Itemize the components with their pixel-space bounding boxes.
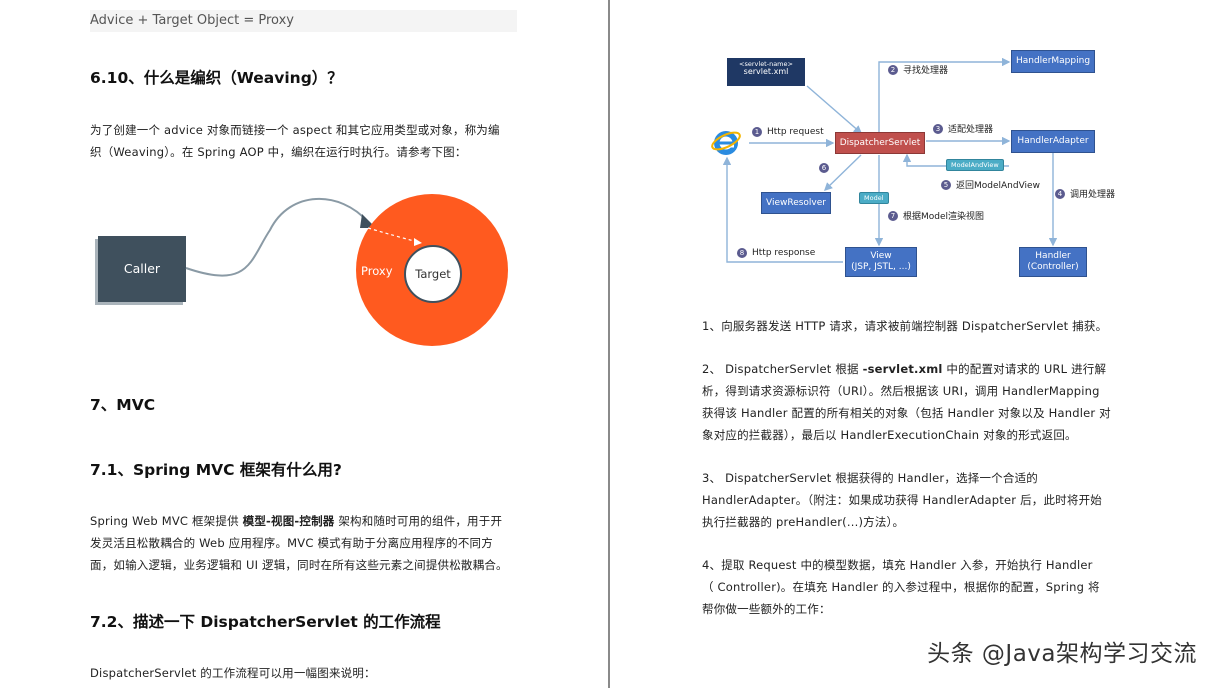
paragraph-line: 为了创建一个 advice 对象而链接一个 aspect 和其它应用类型或对象，… [90,123,500,137]
step-number: 5 [941,179,951,190]
model-tag: Model [859,192,889,204]
handler-sub-label: (Controller) [1027,262,1079,272]
handler-label: Handler [1035,251,1071,262]
text-span: 架构和随时可用的组件，用于开 [334,514,503,528]
paragraph-step-1: 1、向服务器发送 HTTP 请求，请求被前端控制器 DispatcherServ… [702,319,1108,333]
browser-e-icon [711,131,741,155]
step-4: 4 调用处理器 [1055,187,1115,200]
view-label: View [870,251,892,262]
paragraph-line: 析，得到请求资源标识符（URI）。然后根据该 URI，调用 HandlerMap… [702,384,1100,398]
paragraph-line: HandlerAdapter。（附注：如果成功获得 HandlerAdapter… [702,493,1102,507]
connector-curve [185,198,369,277]
heading-6-10: 6.10、什么是编织（Weaving）？ [90,69,343,87]
step-6: 6 [819,163,834,173]
view-sub-label: (JSP, JSTL, ...) [851,262,911,272]
step-number: 2 [888,64,898,75]
step-2: 2 寻找处理器 [888,63,948,76]
left-page: Advice + Target Object = Proxy 6.10、什么是编… [0,0,608,688]
paragraph-line: 2、 DispatcherServlet 根据 -servlet.xml 中的配… [702,358,1152,380]
bold-text: 模型-视图-控制器 [242,514,335,528]
step-label: Http response [752,248,816,258]
page-divider [608,0,610,688]
paragraph-line: 3、 DispatcherServlet 根据获得的 Handler，选择一个合… [702,471,1038,485]
paragraph-line: 织（Weaving）。在 Spring AOP 中，编织在运行时执行。请参考下图… [90,145,467,159]
paragraph-step-2: 2、 DispatcherServlet 根据 -servlet.xml 中的配… [702,358,1152,446]
step-number: 3 [933,123,943,134]
dispatcher-servlet-node: DispatcherServlet [835,132,925,154]
paragraph-line: 4、提取 Request 中的模型数据，填充 Handler 入参，开始执行 H… [702,558,1093,572]
connector [806,85,863,134]
servlet-xml-label: servlet.xml [743,67,789,77]
servlet-xml-doc: <servlet-name> servlet.xml [727,58,805,86]
text-span: 2、 DispatcherServlet 根据 [702,362,863,376]
view-resolver-node: ViewResolver [761,192,831,214]
text-span: Spring Web MVC 框架提供 [90,514,243,528]
paragraph-line: 面，如输入逻辑，业务逻辑和 UI 逻辑，同时在所有这些元素之间提供松散耦合。 [90,558,508,572]
paragraph-line: （ Controller)。在填充 Handler 的入参过程中，根据你的配置，… [702,580,1100,594]
handler-adapter-node: HandlerAdapter [1011,130,1095,153]
bold-text: -servlet.xml [862,362,943,376]
step-1: 1 Http request [752,127,824,137]
connector [878,57,1011,133]
step-label: 适配处理器 [948,125,994,135]
step-number: 6 [819,163,829,173]
step-number: 8 [737,248,747,258]
model-and-view-tag: ModelAndView [946,159,1004,171]
step-label: 返回ModelAndView [956,181,1040,191]
handler-node: Handler (Controller) [1019,247,1087,277]
paragraph-mvc: Spring Web MVC 框架提供 模型-视图-控制器 架构和随时可用的组件… [90,510,530,576]
caller-box: Caller [98,236,186,302]
target-circle: Target [404,245,462,303]
paragraph-step-3: 3、 DispatcherServlet 根据获得的 Handler，选择一个合… [702,467,1152,533]
paragraph-step-4: 4、提取 Request 中的模型数据，填充 Handler 入参，开始执行 H… [702,554,1152,620]
heading-7-2: 7.2、描述一下 DispatcherServlet 的工作流程 [90,613,441,631]
paragraph-line: 帮你做一些额外的工作： [702,602,831,616]
proxy-dashed-arrow [367,227,422,246]
step-7: 7 根据Model渲染视图 [888,209,984,222]
watermark: 头条 @Java架构学习交流 [927,641,1197,667]
right-page: <servlet-name> servlet.xml DispatcherSer… [611,0,1219,688]
step-3: 3 适配处理器 [933,122,993,135]
connector [823,154,862,191]
servlet-name-label: <servlet-name> [739,60,793,68]
paragraph-line: 获得该 Handler 配置的所有相关的对象（包括 Handler 对象以及 H… [702,406,1111,420]
paragraph-line: 执行拦截器的 preHandler(...)方法）。 [702,515,905,529]
step-number: 4 [1055,188,1065,199]
step-label: Http request [767,127,824,137]
heading-7: 7、MVC [90,396,156,414]
step-label: 寻找处理器 [903,66,949,76]
paragraph-line: 象对应的拦截器），最后以 HandlerExecutionChain 对象的形式… [702,428,1077,442]
proxy-label: Proxy [361,264,393,278]
step-label: 根据Model渲染视图 [903,212,985,222]
view-node: View (JSP, JSTL, ...) [845,247,917,277]
text-span: 中的配置对请求的 URL 进行解 [942,362,1107,376]
dashed-path [367,227,419,243]
dashed-arrow-head [414,238,422,246]
paragraph-dispatcher-intro: DispatcherServlet 的工作流程可以用一幅图来说明： [90,666,376,680]
step-number: 1 [752,127,762,137]
step-label: 调用处理器 [1070,190,1116,200]
paragraph-weaving: 为了创建一个 advice 对象而链接一个 aspect 和其它应用类型或对象，… [90,119,520,163]
step-number: 7 [888,210,898,221]
handler-mapping-node: HandlerMapping [1011,50,1095,73]
connector [722,156,843,263]
flow-connectors [722,57,1058,263]
paragraph-line: 发灵活且松散耦合的 Web 应用程序。MVC 模式有助于分离应用程序的不同方 [90,536,493,550]
step-8: 8 Http response [737,248,815,258]
code-line: Advice + Target Object = Proxy [90,10,517,32]
heading-7-1: 7.1、Spring MVC 框架有什么用? [90,461,342,479]
step-5: 5 返回ModelAndView [941,178,1040,191]
paragraph-line: Spring Web MVC 框架提供 模型-视图-控制器 架构和随时可用的组件… [90,510,530,532]
